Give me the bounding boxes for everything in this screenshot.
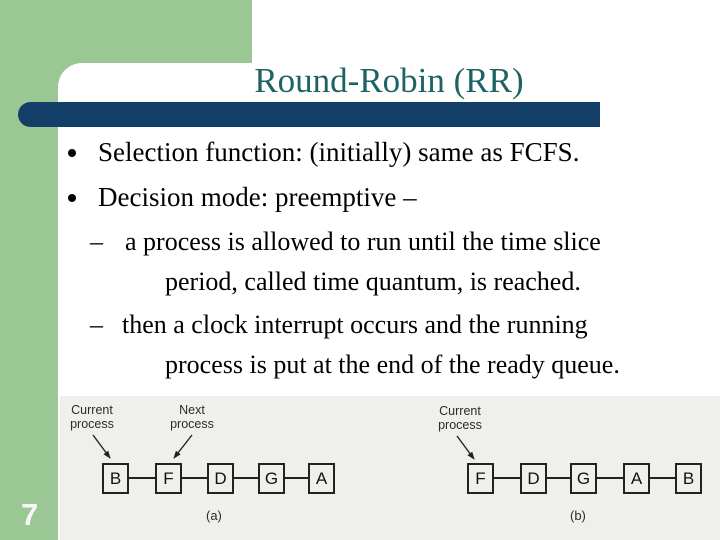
bullet-decision-mode: Decision mode: preemptive – [98,182,417,212]
label-next-process-a: Next process [170,403,214,431]
ready-queue-figure: Current process Next process B F D G A (… [60,396,720,540]
sub-bullet-clock-interrupt-line2: process is put at the end of the ready q… [165,350,620,379]
sub-bullet-dash: – [90,310,103,339]
bullet-dot [68,149,76,157]
bullet-selection-function: Selection function: (initially) same as … [98,137,580,167]
caption-a: (a) [206,508,222,523]
queue-connector [182,477,207,479]
queue-connector [650,477,675,479]
process-box: A [308,463,335,494]
bullet-dot [68,194,76,202]
process-box: B [102,463,129,494]
queue-connector [234,477,258,479]
sub-bullet-time-slice-line1: a process is allowed to run until the ti… [125,227,601,256]
process-box: F [467,463,494,494]
queue-connector [285,477,308,479]
process-box: D [207,463,234,494]
process-box: A [623,463,650,494]
arrow-current-a-icon [92,434,111,459]
process-box: G [258,463,285,494]
label-current-process-b: Current process [438,404,482,432]
process-box: F [155,463,182,494]
page-title: Round-Robin (RR) [254,61,524,100]
arrow-current-b-icon [456,435,475,460]
pointer-arrows [92,434,475,460]
sub-bullet-clock-interrupt-line1: then a clock interrupt occurs and the ru… [122,310,588,339]
queue-connector [494,477,520,479]
label-current-process-a: Current process [70,403,114,431]
process-box: B [675,463,702,494]
process-box: G [570,463,597,494]
queue-connector [547,477,570,479]
caption-b: (b) [570,508,586,523]
sub-bullet-dash: – [90,227,103,256]
queue-connector [129,477,155,479]
title-underline-bar [18,102,600,127]
sub-bullet-time-slice-line2: period, called time quantum, is reached. [165,267,581,296]
process-box: D [520,463,547,494]
arrow-next-a-icon [173,434,193,459]
queue-connector [597,477,623,479]
page-number: 7 [21,497,39,532]
